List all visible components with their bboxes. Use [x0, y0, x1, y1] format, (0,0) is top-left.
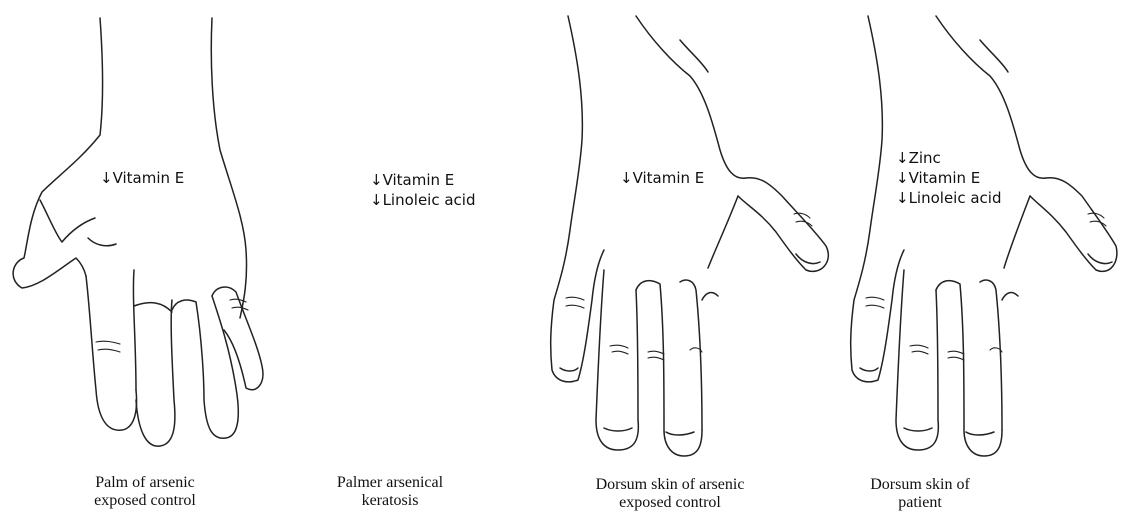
palm-control-markers: ↓Vitamin E [100, 168, 184, 188]
palm-control-hand-drawing [13, 18, 263, 446]
dorsum-patient-markers: ↓Zinc ↓Vitamin E ↓Linoleic acid [896, 148, 1001, 208]
marker-vitamin-e: ↓Vitamin E [896, 168, 1001, 188]
palmar-keratosis-caption: Palmer arsenical keratosis [310, 474, 470, 510]
caption-line-1: Dorsum skin of arsenic [560, 476, 780, 494]
caption-line-1: Dorsum skin of [840, 476, 1000, 494]
caption-line-1: Palmer arsenical [310, 474, 470, 492]
dorsum-control-caption: Dorsum skin of arsenic exposed control [560, 476, 780, 512]
marker-zinc: ↓Zinc [896, 148, 1001, 168]
caption-line-2: keratosis [310, 492, 470, 510]
palm-control-caption: Palm of arsenic exposed control [60, 474, 230, 510]
marker-linoleic-acid: ↓Linoleic acid [370, 190, 475, 210]
caption-line-2: exposed control [560, 494, 780, 512]
marker-vitamin-e: ↓Vitamin E [620, 168, 704, 188]
dorsum-control-hand-drawing [551, 16, 829, 456]
dorsum-patient-hand-drawing [851, 16, 1117, 456]
marker-vitamin-e: ↓Vitamin E [370, 170, 475, 190]
caption-line-2: exposed control [60, 492, 230, 510]
caption-line-1: Palm of arsenic [60, 474, 230, 492]
caption-line-2: patient [840, 494, 1000, 512]
palmar-keratosis-markers: ↓Vitamin E ↓Linoleic acid [370, 170, 475, 210]
dorsum-control-markers: ↓Vitamin E [620, 168, 704, 188]
dorsum-patient-caption: Dorsum skin of patient [840, 476, 1000, 512]
marker-linoleic-acid: ↓Linoleic acid [896, 188, 1001, 208]
marker-vitamin-e: ↓Vitamin E [100, 168, 184, 188]
